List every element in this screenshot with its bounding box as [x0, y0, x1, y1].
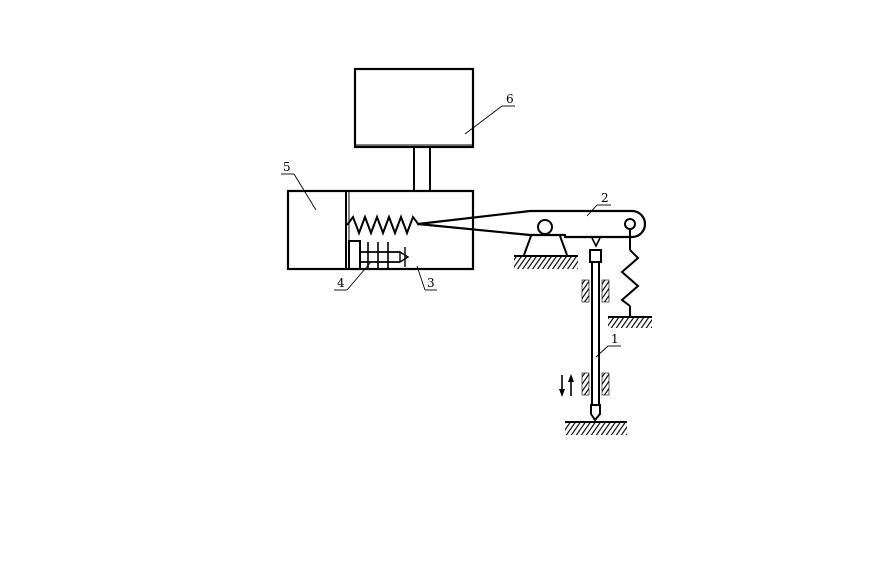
label-4: 4 — [337, 276, 345, 290]
bottom-ground — [565, 421, 627, 435]
label-5-leader: 5 — [281, 160, 317, 211]
label-4-leader: 4 — [334, 261, 372, 291]
motion-arrows — [559, 374, 574, 397]
label-1: 1 — [611, 332, 619, 346]
label-6-leader: 6 — [464, 92, 515, 135]
upper-guide-bearing — [581, 279, 610, 303]
label-2-leader: 2 — [586, 191, 611, 217]
component-2-lever — [416, 209, 647, 239]
component-1-rod — [589, 237, 602, 422]
label-3: 3 — [427, 276, 435, 290]
component-6-box — [353, 67, 475, 149]
label-5: 5 — [283, 160, 291, 174]
housing-box — [286, 189, 475, 271]
return-spring — [608, 229, 652, 328]
lower-guide-bearing — [581, 372, 610, 396]
component-4-latch — [348, 240, 410, 270]
lever-pivot-support — [514, 235, 578, 269]
label-3-leader: 3 — [416, 265, 437, 291]
label-2: 2 — [601, 191, 609, 205]
connecting-shaft — [413, 147, 431, 191]
label-6: 6 — [506, 92, 514, 106]
component-3-spring — [346, 214, 420, 236]
label-1-leader: 1 — [595, 332, 621, 358]
